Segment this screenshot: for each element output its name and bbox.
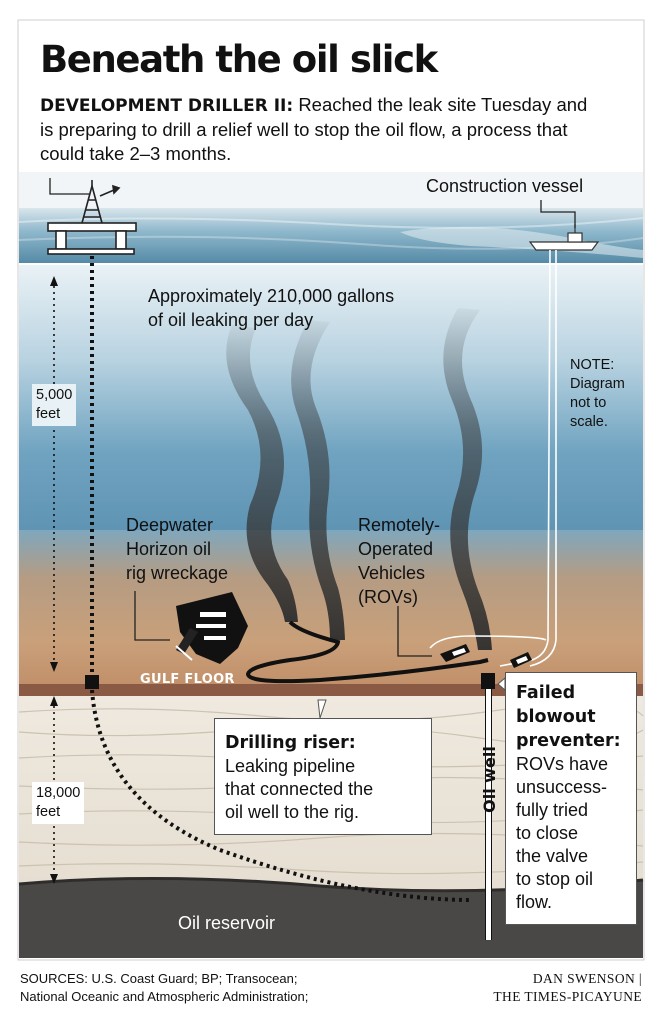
riser-callout: Drilling riser: Leaking pipeline that co… [214, 718, 432, 835]
blowout-title-line: preventer: [516, 731, 621, 751]
blowout-callout: Failed blowout preventer: ROVs have unsu… [505, 672, 637, 925]
leak-rate-line2: of oil leaking per day [148, 310, 314, 330]
note-line: not to [570, 395, 607, 411]
gulf-floor-label: GULF FLOOR [140, 672, 235, 687]
drilling-riser [245, 620, 489, 684]
blowout-line: the valve [516, 846, 589, 866]
note-line: scale. [570, 414, 608, 430]
blowout-line: ROVs have [516, 754, 609, 774]
riser-callout-title: Drilling riser: [225, 733, 356, 753]
blowout-line: to close [516, 823, 579, 843]
depth-unit: feet [36, 804, 61, 820]
oil-plumes [226, 308, 492, 650]
construction-vessel [528, 224, 600, 251]
wreckage-line: rig wreckage [126, 563, 229, 583]
credit-footer: DAN SWENSON | THE TIMES-PICAYUNE [493, 970, 642, 1006]
note-line: Diagram [570, 376, 625, 392]
riser-callout-line: that connected the [225, 779, 374, 799]
sky [19, 172, 643, 210]
depth-ground-label: 18,000 feet [32, 782, 85, 824]
sources-line: SOURCES: U.S. Coast Guard; BP; Transocea… [20, 971, 298, 986]
scale-note: NOTE: Diagram not to scale. [570, 356, 625, 432]
wreckage-line: Horizon oil [126, 539, 212, 559]
construction-vessel-label: Construction vessel [426, 176, 584, 196]
rovs-line: (ROVs) [358, 587, 418, 607]
water-column [19, 264, 643, 534]
rovs-line: Vehicles [358, 563, 426, 583]
drilling-rig [47, 180, 137, 255]
wreckage-line: Deepwater [126, 515, 214, 535]
credit-line: DAN SWENSON | [532, 971, 642, 986]
blowout-title-line: blowout [516, 707, 596, 727]
rovs-line: Remotely- [358, 515, 441, 535]
blowout-preventer [481, 673, 495, 689]
riser-callout-line: oil well to the rig. [225, 802, 360, 822]
rovs [440, 644, 532, 668]
note-line: NOTE: [570, 357, 615, 373]
wreckage-label: Deepwater Horizon oil rig wreckage [126, 513, 228, 585]
rig-wreckage [175, 592, 248, 664]
subtitle: DEVELOPMENT DRILLER II: Reached the leak… [40, 93, 600, 166]
depth-value: 5,000 [36, 387, 73, 403]
blowout-title-line: Failed [516, 683, 576, 703]
rovs-label: Remotely- Operated Vehicles (ROVs) [358, 513, 440, 609]
leak-rate-line1: Approximately 210,000 gallons [148, 286, 395, 306]
depth-value: 18,000 [36, 785, 81, 801]
depth-unit: feet [36, 406, 61, 422]
blowout-line: flow. [516, 892, 553, 912]
blowout-line: to stop oil [516, 869, 594, 889]
sources-line: National Oceanic and Atmospheric Adminis… [20, 989, 309, 1004]
sources-footer: SOURCES: U.S. Coast Guard; BP; Transocea… [20, 970, 308, 1006]
riser-callout-line: Leaking pipeline [225, 756, 356, 776]
credit-line: THE TIMES-PICAYUNE [493, 989, 642, 1004]
depth-water-label: 5,000 feet [32, 384, 77, 426]
blowout-line: unsuccess- [516, 777, 608, 797]
oil-well-label: Oil well [479, 746, 499, 813]
subtitle-lead: DEVELOPMENT DRILLER II: [40, 96, 294, 116]
page-title: Beneath the oil slick [40, 38, 438, 81]
oil-reservoir-label: Oil reservoir [178, 913, 276, 933]
blowout-line: fully tried [516, 800, 589, 820]
subtitle-text: Reached the leak site Tuesday and is pre… [40, 94, 588, 164]
rovs-line: Operated [358, 539, 434, 559]
